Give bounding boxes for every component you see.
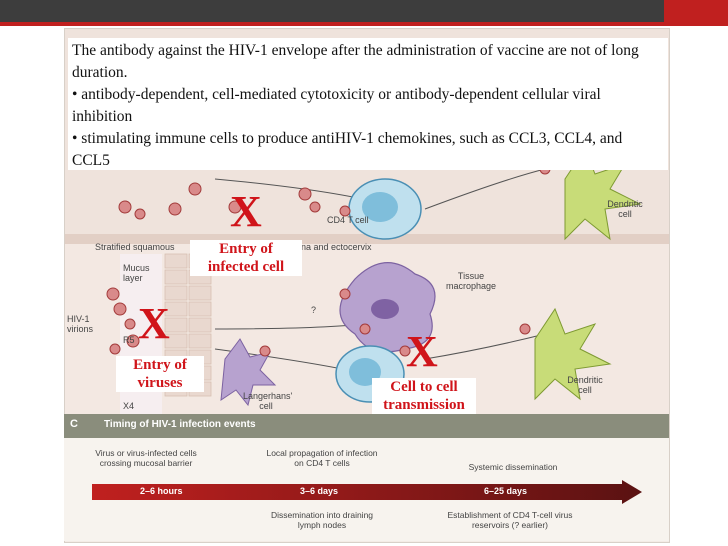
- overlay-line-2: • antibody-dependent, cell-mediated cyto…: [72, 86, 601, 125]
- label-tissue-macrophage: Tissue macrophage: [445, 271, 497, 291]
- epithelium-band: [65, 234, 669, 244]
- timeline-letter: C: [70, 418, 78, 430]
- label-r5: R5: [123, 335, 135, 345]
- label-mucus: Mucus layer: [123, 263, 150, 283]
- dendritic-cell-bottom: [534, 307, 612, 401]
- timeline-header: [64, 414, 669, 438]
- label-entry-infected-cell: Entry of infected cell: [190, 240, 302, 276]
- macrophage-nucleus: [371, 299, 399, 319]
- label-vagina: agina and ectocervix: [289, 242, 372, 252]
- label-dendritic-bottom: Dendritic cell: [567, 375, 603, 395]
- slide-accent-strip: [0, 22, 728, 26]
- langerhans-cell: [220, 338, 277, 407]
- label-langerhans: Langerhans' cell: [243, 391, 293, 411]
- timeline-bottom-label-1: Dissemination into draining lymph nodes: [270, 510, 374, 530]
- label-dendritic-top: Dendritic cell: [607, 199, 643, 219]
- label-stratified: Stratified squamous: [95, 242, 175, 252]
- timeline-time-2: 3–6 days: [300, 486, 339, 496]
- timeline-bottom-label-2: Establishment of CD4 T-cell virus reserv…: [447, 510, 573, 530]
- label-x4: X4: [123, 401, 135, 411]
- label-entry-viruses: Entry of viruses: [116, 356, 204, 392]
- cd4-nucleus-top: [362, 192, 398, 222]
- label-question: ?: [311, 305, 317, 315]
- timeline-top-label-1: Virus or virus-infected cells crossing m…: [95, 448, 197, 468]
- timeline-top-label-2: Local propagation of infection on CD4 T …: [266, 448, 378, 468]
- overlay-line-3: • stimulating immune cells to produce an…: [72, 130, 623, 169]
- hiv-virions: [106, 163, 551, 357]
- overlay-line-1: The antibody against the HIV-1 envelope …: [72, 42, 639, 81]
- cross-viruses: X: [138, 299, 170, 348]
- label-cd4-t-cell: CD4 T cell: [327, 215, 369, 225]
- label-cell-to-cell: Cell to cell transmission: [372, 378, 476, 414]
- slide-accent-block: [664, 0, 728, 22]
- timeline-time-1: 2–6 hours: [140, 486, 183, 496]
- cross-infected-cell: X: [230, 187, 262, 236]
- label-hiv-virions: HIV-1 virions: [67, 314, 94, 334]
- timeline-arrow: [92, 480, 642, 504]
- cross-cell-to-cell: X: [406, 327, 438, 376]
- timeline-time-3: 6–25 days: [484, 486, 528, 496]
- timeline-title: Timing of HIV-1 infection events: [104, 419, 256, 430]
- slide-top-bar: [0, 0, 728, 22]
- timeline-top-label-3: Systemic dissemination: [468, 462, 558, 472]
- text-overlay: The antibody against the HIV-1 envelope …: [68, 38, 668, 170]
